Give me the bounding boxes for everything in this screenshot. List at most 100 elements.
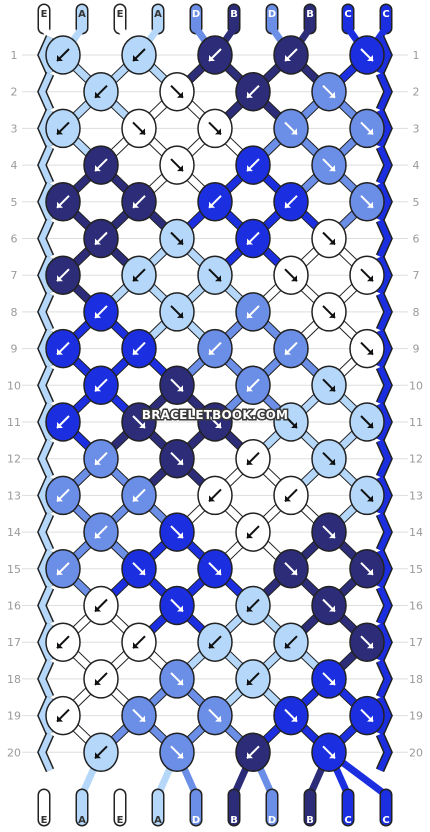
row-number-left: 4 [11, 159, 18, 172]
edge-strand-right [377, 329, 392, 368]
row-number-left: 13 [7, 489, 21, 502]
arrow-head-icon [367, 201, 373, 208]
knot [311, 585, 347, 626]
row-number-left: 20 [7, 746, 21, 759]
knot [159, 438, 195, 479]
knot [273, 402, 309, 442]
strand-label-top: B [306, 9, 314, 20]
arrow-head-icon [209, 201, 215, 208]
knot [273, 549, 309, 589]
strand-label-bottom: B [230, 815, 238, 826]
edge-strand-right [377, 622, 392, 662]
arrow-head-icon [291, 128, 297, 135]
knot [83, 218, 119, 259]
knot [273, 35, 309, 75]
row-number-left: 1 [11, 49, 18, 62]
arrow-head-icon [329, 91, 335, 98]
knot [197, 108, 233, 149]
edge-strand-right [377, 733, 392, 772]
row-number-right: 19 [409, 710, 423, 723]
arrow-head-icon [139, 422, 145, 428]
knot [197, 328, 233, 369]
edge-strand-left [38, 659, 53, 699]
arrow-head-icon [215, 275, 221, 282]
arrow-head-icon [215, 715, 221, 722]
strand-label-top: C [344, 9, 351, 20]
edge-strand-right [377, 696, 392, 735]
strand-label-bottom: C [344, 815, 351, 826]
arrow-head-icon [177, 311, 183, 318]
knot [121, 35, 157, 75]
knot [159, 145, 195, 185]
edge-strand-left [38, 622, 53, 662]
arrow-head-icon [57, 568, 63, 575]
knot [311, 71, 347, 112]
knot [159, 659, 195, 699]
arrow-head-icon [367, 568, 373, 575]
row-number-left: 3 [11, 122, 18, 135]
knot [159, 365, 195, 406]
arrow-head-icon [367, 715, 373, 722]
arrow-head-icon [367, 275, 373, 282]
strand-label-top: C [382, 9, 389, 20]
row-number-left: 7 [11, 269, 18, 282]
arrow-head-icon [215, 128, 221, 135]
knot [349, 255, 385, 295]
arrow-head-icon [95, 311, 101, 318]
arrow-head-icon [177, 91, 183, 98]
knot [45, 549, 81, 589]
knot [197, 255, 233, 295]
arrow-head-icon [139, 568, 145, 575]
arrow-head-icon [95, 238, 101, 245]
watermark-text: BRACELETBOOK.COM [142, 408, 288, 422]
row-number-right: 2 [413, 86, 420, 99]
row-number-left: 14 [7, 526, 21, 539]
arrow-head-icon [285, 642, 291, 649]
strand-label-top: D [268, 9, 276, 20]
row-number-right: 13 [409, 489, 423, 502]
arrow-head-icon [247, 385, 253, 392]
edge-strand-left [38, 549, 53, 589]
row-number-right: 7 [413, 269, 420, 282]
row-number-right: 15 [409, 563, 423, 576]
edge-strand-left [38, 145, 53, 185]
knot [197, 475, 233, 516]
row-number-left: 19 [7, 710, 21, 723]
row-number-right: 3 [413, 122, 420, 135]
arrow-head-icon [95, 678, 101, 685]
knot [349, 475, 385, 516]
edge-strand-right [377, 35, 392, 75]
edge-strand-right [377, 219, 392, 258]
arrow-head-icon [209, 55, 215, 61]
knot [349, 402, 385, 442]
arrow-head-icon [57, 422, 63, 428]
knot [235, 292, 271, 332]
row-number-right: 12 [409, 453, 423, 466]
knot [349, 35, 385, 75]
row-number-right: 4 [413, 159, 420, 172]
knot [197, 402, 233, 442]
knot [45, 402, 81, 442]
knot [121, 255, 157, 295]
strand-label-top: B [230, 9, 238, 20]
row-number-left: 12 [7, 453, 21, 466]
knot [121, 549, 157, 589]
knot [159, 732, 195, 773]
knot [273, 182, 309, 222]
edge-strand-left [38, 733, 53, 772]
knot [311, 659, 347, 699]
strand-label-top: A [154, 9, 162, 20]
row-number-right: 9 [413, 343, 420, 356]
arrow-head-icon [57, 715, 63, 722]
edge-strand-left [38, 255, 53, 295]
arrow-head-icon [57, 275, 63, 282]
arrow-head-icon [285, 55, 291, 61]
arrow-head-icon [133, 348, 139, 355]
edge-strand-left [38, 35, 53, 75]
knot [121, 182, 157, 222]
knot [83, 659, 119, 699]
arrow-head-icon [177, 678, 183, 685]
arrow-head-icon [95, 605, 101, 612]
arrow-head-icon [367, 642, 373, 649]
